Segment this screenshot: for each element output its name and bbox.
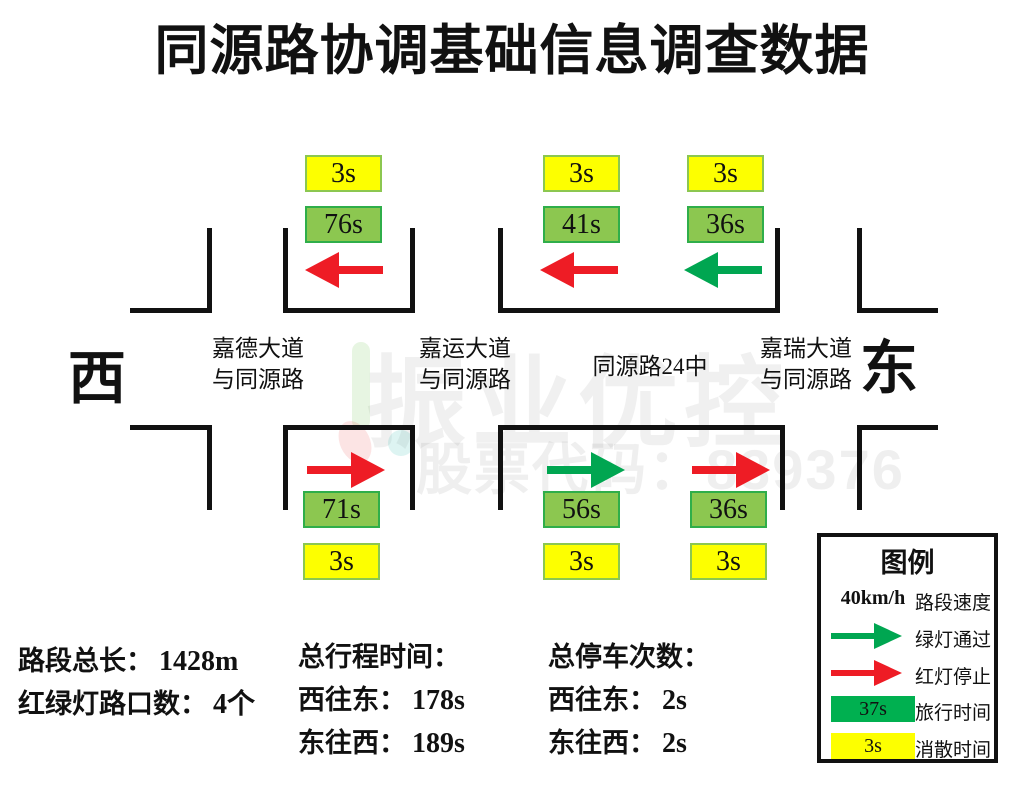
stat-west-to-east: 西往东：178s [298,679,465,722]
arrow-head [874,660,902,686]
westbound-travel-time-box: 41s [543,206,620,243]
stat-value: 178s [412,685,465,716]
intersection-label: 嘉德大道 与同源路 [193,333,323,395]
arrow-head [684,252,718,288]
arrow-head [874,623,902,649]
arrow-head [736,452,770,488]
legend-travel-time-swatch: 37s [831,696,915,722]
arrow-shaft [547,466,593,474]
eastbound-dissipation-time-box: 3s [690,543,767,580]
direction-label-west: 西 [68,346,127,411]
direction-label-east: 东 [860,336,919,401]
stat-label: 路段总长： [18,646,153,676]
eastbound-dissipation-time-box: 3s [303,543,380,580]
stats-stop-count: 总停车次数： 西往东：2s 东往西：2s [548,636,710,765]
legend-travel-time-label: 旅行时间 [915,703,992,724]
stat-east-to-west: 东往西：189s [298,722,465,765]
legend-title: 图例 [880,548,935,578]
arrow-head [305,252,339,288]
eastbound-travel-time-box: 56s [543,491,620,528]
road-edge-top-segment-2 [498,228,780,313]
stat-west-to-east: 西往东：2s [548,679,710,722]
watermark-brand-text: 振业优控 [366,348,790,460]
westbound-dissipation-time-box: 3s [305,155,382,192]
stat-value: 2s [662,728,687,759]
westbound-dissipation-time-box: 3s [543,155,620,192]
road-edge-bottom-segment-2 [498,425,785,510]
legend-green-pass-label: 绿灯通过 [915,630,992,651]
legend-speed-value: 40km/h [840,587,906,609]
road-edge-bottom-segment-1 [283,425,415,510]
arrow-shaft [716,266,762,274]
red-arrow-icon [831,660,902,686]
arrow-shaft [831,633,876,639]
westbound-signal-arrow-icon [305,252,383,288]
legend-red-stop-label: 红灯停止 [915,667,992,688]
stat-label: 东往西： [548,728,656,758]
intersection-label: 嘉瑞大道 与同源路 [741,333,871,395]
watermark-logo-bar [352,342,370,430]
stat-label: 西往东： [548,685,656,715]
stat-east-to-west: 东往西：2s [548,722,710,765]
green-arrow-icon [831,623,902,649]
arrow-shaft [831,670,876,676]
arrow-shaft [572,266,618,274]
stats-road-summary: 路段总长：1428m 红绿灯路口数：4个 [18,640,255,726]
stat-heading: 总行程时间： [298,642,460,672]
eastbound-signal-arrow-icon [547,452,625,488]
intersection-name-line2: 与同源路 [419,367,511,392]
intersection-name-line1: 嘉瑞大道 [760,336,852,361]
legend-box: 图例 40km/h 路段速度 绿灯通过 红灯停止 37s 旅行时间 3s 消散时… [817,533,998,763]
intersection-name-line1: 同源路24中 [592,354,708,379]
stat-signal-count: 红绿灯路口数：4个 [18,683,255,726]
intersection-name-line1: 嘉运大道 [419,336,511,361]
page-title: 同源路协调基础信息调查数据 [154,21,870,81]
intersection-name-line2: 与同源路 [212,367,304,392]
stat-value: 1428m [159,646,239,677]
stat-label: 红绿灯路口数： [18,689,207,719]
eastbound-signal-arrow-icon [307,452,385,488]
westbound-travel-time-box: 36s [687,206,764,243]
arrow-head [591,452,625,488]
road-edge-top-east [857,228,938,313]
eastbound-dissipation-time-box: 3s [543,543,620,580]
stat-value: 4个 [213,689,256,720]
arrow-shaft [307,466,353,474]
road-edge-top-segment-1 [283,228,415,313]
intersection-name-line1: 嘉德大道 [212,336,304,361]
stat-total-length: 路段总长：1428m [18,640,255,683]
arrow-head [351,452,385,488]
legend-dissipation-time-swatch: 3s [831,733,915,759]
eastbound-signal-arrow-icon [692,452,770,488]
eastbound-travel-time-box: 36s [690,491,767,528]
arrow-shaft [337,266,383,274]
eastbound-travel-time-box: 71s [303,491,380,528]
westbound-signal-arrow-icon [540,252,618,288]
westbound-dissipation-time-box: 3s [687,155,764,192]
westbound-travel-time-box: 76s [305,206,382,243]
arrow-head [540,252,574,288]
arrow-shaft [692,466,738,474]
road-edge-top-west [130,228,212,313]
stat-label: 东往西： [298,728,406,758]
watermark-logo-teal-dot [388,430,414,456]
westbound-signal-arrow-icon [684,252,762,288]
intersection-name-line2: 与同源路 [760,367,852,392]
stats-travel-time: 总行程时间： 西往东：178s 东往西：189s [298,636,465,765]
stat-value: 189s [412,728,465,759]
legend-speed-label: 路段速度 [915,593,992,614]
watermark-stock-code-text: 股票代码：839376 [416,438,905,501]
intersection-label: 嘉运大道 与同源路 [400,333,530,395]
stat-label: 西往东： [298,685,406,715]
road-edge-bottom-east [857,425,938,510]
road-edge-bottom-west [130,425,212,510]
legend-dissipation-time-label: 消散时间 [915,740,992,761]
intersection-label: 同源路24中 [570,351,730,382]
stat-value: 2s [662,685,687,716]
stat-heading: 总停车次数： [548,642,710,672]
